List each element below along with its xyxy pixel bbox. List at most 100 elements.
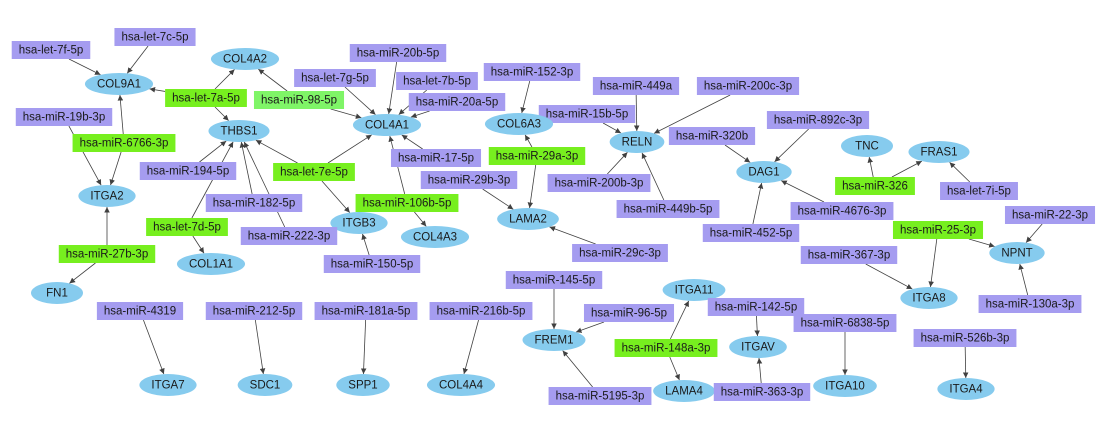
gene-node-col6a3[interactable]: COL6A3 <box>484 113 554 135</box>
gene-node-itga4[interactable]: ITGA4 <box>937 378 995 400</box>
mirna-node-mir449a[interactable]: hsa-miR-449a <box>592 77 680 95</box>
mirna-node-mir4319[interactable]: hsa-miR-4319 <box>96 302 184 320</box>
mirna-node-mir6766[interactable]: hsa-miR-6766-3p <box>72 134 176 152</box>
mirna-node-mir526b[interactable]: hsa-miR-526b-3p <box>913 329 1017 347</box>
node-label: hsa-miR-98-5p <box>261 95 337 107</box>
mirna-box <box>766 111 870 129</box>
mirna-node-mir22[interactable]: hsa-miR-22-3p <box>1004 206 1096 224</box>
mirna-box <box>616 200 720 218</box>
mirna-box <box>390 149 482 167</box>
mirna-node-let7d[interactable]: hsa-let-7d-5p <box>146 218 228 236</box>
mirna-node-let7a5p[interactable]: hsa-let-7a-5p <box>165 89 247 107</box>
gene-node-thbs1[interactable]: THBS1 <box>208 120 270 142</box>
gene-node-dag1[interactable]: DAG1 <box>736 161 792 183</box>
gene-node-col4a1[interactable]: COL4A1 <box>352 114 422 136</box>
mirna-node-mir148a[interactable]: hsa-miR-148a-3p <box>614 339 718 357</box>
mirna-node-mir452[interactable]: hsa-miR-452-5p <box>702 224 800 242</box>
gene-node-sdc1[interactable]: SDC1 <box>237 374 293 396</box>
mirna-node-mir98[interactable]: hsa-miR-98-5p <box>253 91 345 109</box>
node-label: LAMA2 <box>509 214 547 226</box>
gene-node-npnt[interactable]: NPNT <box>989 242 1045 264</box>
mirna-node-mir17[interactable]: hsa-miR-17-5p <box>390 149 482 167</box>
edge-miR892c-to-DAG1 <box>774 128 809 163</box>
node-label: hsa-miR-29a-3p <box>496 151 578 163</box>
mirna-node-mir25[interactable]: hsa-miR-25-3p <box>892 221 984 239</box>
mirna-node-mir367[interactable]: hsa-miR-367-3p <box>800 246 898 264</box>
gene-node-col4a4[interactable]: COL4A4 <box>426 374 496 396</box>
mirna-node-let7c5p[interactable]: hsa-let-7c-5p <box>114 28 196 46</box>
mirna-node-mir150[interactable]: hsa-miR-150-5p <box>323 255 421 273</box>
node-label: hsa-let-7a-5p <box>172 93 240 105</box>
node-label: ITGA11 <box>675 285 714 297</box>
mirna-node-mir212[interactable]: hsa-miR-212-5p <box>205 302 303 320</box>
node-label: hsa-miR-194-5p <box>147 166 229 178</box>
gene-node-itga10[interactable]: ITGA10 <box>813 375 877 397</box>
mirna-node-mir216b[interactable]: hsa-miR-216b-5p <box>429 302 533 320</box>
gene-node-frem1[interactable]: FREM1 <box>522 329 586 351</box>
mirna-node-mir222[interactable]: hsa-miR-222-3p <box>240 227 338 245</box>
mirna-node-mir200c[interactable]: hsa-miR-200c-3p <box>696 77 800 95</box>
mirna-node-mir19b[interactable]: hsa-miR-19b-3p <box>15 108 113 126</box>
mirna-node-let7f5p[interactable]: hsa-let-7f-5p <box>11 41 91 59</box>
gene-node-col1a1[interactable]: COL1A1 <box>176 253 246 275</box>
mirna-node-mir96[interactable]: hsa-miR-96-5p <box>583 304 675 322</box>
mirna-node-mir194[interactable]: hsa-miR-194-5p <box>139 162 237 180</box>
mirna-node-mir4676[interactable]: hsa-miR-4676-3p <box>790 202 894 220</box>
mirna-node-mir106b[interactable]: hsa-miR-106b-5p <box>355 194 459 212</box>
mirna-node-mir200b[interactable]: hsa-miR-200b-3p <box>547 174 651 192</box>
mirna-node-mir29a[interactable]: hsa-miR-29a-3p <box>488 147 586 165</box>
gene-node-itga2[interactable]: ITGA2 <box>78 185 136 207</box>
node-label: FN1 <box>46 288 68 300</box>
node-label: hsa-miR-320b <box>676 131 748 143</box>
mirna-node-mir6838[interactable]: hsa-miR-6838-5p <box>793 314 897 332</box>
mirna-node-mir20b[interactable]: hsa-miR-20b-5p <box>349 44 447 62</box>
mirna-node-let7b[interactable]: hsa-let-7b-5p <box>396 72 478 90</box>
gene-node-col4a2[interactable]: COL4A2 <box>210 48 280 70</box>
mirna-node-mir29c[interactable]: hsa-miR-29c-3p <box>572 244 668 262</box>
edge-miR222-to-THBS1 <box>243 141 286 228</box>
mirna-node-mir145[interactable]: hsa-miR-145-5p <box>505 271 603 289</box>
edge-miR25-to-NPNT <box>968 238 995 248</box>
mirna-node-mir363[interactable]: hsa-miR-363-3p <box>713 383 811 401</box>
mirna-node-mir181a[interactable]: hsa-miR-181a-5p <box>314 302 418 320</box>
edge-let7a5p-to-COL9A1 <box>149 87 166 93</box>
edge-let7f5p-to-COL9A1 <box>68 58 101 76</box>
node-label: RELN <box>622 137 653 149</box>
mirna-node-mir182[interactable]: hsa-miR-182-5p <box>205 194 303 212</box>
mirna-node-mir892c[interactable]: hsa-miR-892c-3p <box>766 111 870 129</box>
mirna-node-let7e[interactable]: hsa-let-7e-5p <box>273 163 355 181</box>
node-label: hsa-miR-216b-5p <box>437 306 526 318</box>
gene-node-fras1[interactable]: FRAS1 <box>908 141 970 163</box>
gene-node-fn1[interactable]: FN1 <box>31 282 83 304</box>
gene-node-itgav[interactable]: ITGAV <box>729 336 787 358</box>
edge-miR6766-to-COL9A1 <box>117 94 124 135</box>
gene-node-itga11[interactable]: ITGA11 <box>662 279 726 301</box>
gene-node-itgb3[interactable]: ITGB3 <box>330 212 388 234</box>
gene-node-lama2[interactable]: LAMA2 <box>497 208 559 230</box>
gene-node-itga8[interactable]: ITGA8 <box>900 287 958 309</box>
mirna-node-let7i[interactable]: hsa-let-7i-5p <box>940 182 1018 200</box>
gene-ellipse <box>662 279 726 301</box>
mirna-node-mir130a[interactable]: hsa-miR-130a-3p <box>978 295 1082 313</box>
mirna-node-mir5195[interactable]: hsa-miR-5195-3p <box>548 387 652 405</box>
edge-miR27b-to-FN1 <box>69 262 96 284</box>
mirna-node-mir20a[interactable]: hsa-miR-20a-5p <box>408 93 506 111</box>
gene-node-col9a1[interactable]: COL9A1 <box>84 73 154 95</box>
gene-node-tnc[interactable]: TNC <box>841 135 893 157</box>
gene-node-itga7[interactable]: ITGA7 <box>139 374 197 396</box>
mirna-node-mir142[interactable]: hsa-miR-142-5p <box>707 298 805 316</box>
mirna-node-mir152[interactable]: hsa-miR-152-3p <box>483 63 581 81</box>
mirna-node-mir320b[interactable]: hsa-miR-320b <box>668 127 756 145</box>
gene-node-reln[interactable]: RELN <box>609 131 665 153</box>
mirna-node-mir326[interactable]: hsa-miR-326 <box>835 177 915 195</box>
mirna-node-mir15b[interactable]: hsa-miR-15b-5p <box>538 105 636 123</box>
mirna-node-mir27b[interactable]: hsa-miR-27b-3p <box>58 245 156 263</box>
edge-miR150-to-ITGB3 <box>361 233 370 256</box>
mirna-node-let7g[interactable]: hsa-let-7g-5p <box>294 69 376 87</box>
gene-node-col4a3[interactable]: COL4A3 <box>400 226 470 248</box>
gene-node-lama4[interactable]: LAMA4 <box>653 380 715 402</box>
node-label: hsa-miR-25-3p <box>900 225 976 237</box>
mirna-node-mir29b[interactable]: hsa-miR-29b-3p <box>420 171 518 189</box>
gene-node-spp1[interactable]: SPP1 <box>336 374 390 396</box>
mirna-node-mir449b[interactable]: hsa-miR-449b-5p <box>616 200 720 218</box>
